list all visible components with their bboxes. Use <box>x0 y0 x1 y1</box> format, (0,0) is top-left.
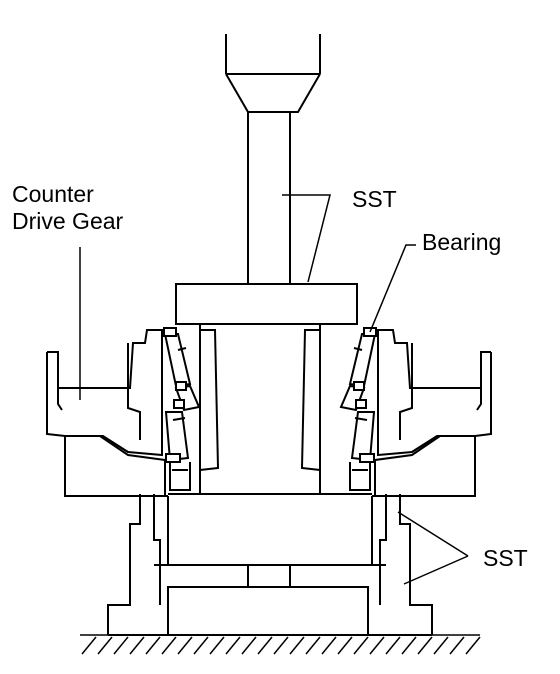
label-counter-line-1: Counter <box>12 181 94 207</box>
leader-sst-bottom-upper <box>398 512 468 556</box>
label-counter-line-2: Drive Gear <box>12 208 124 234</box>
bearing-right <box>341 328 376 490</box>
label-sst-top: SST <box>352 186 397 212</box>
label-counter-drive-gear: Counter Drive Gear <box>12 181 123 235</box>
press-plate <box>176 284 357 324</box>
center-sleeve <box>200 324 320 494</box>
label-sst-bottom: SST <box>483 545 528 571</box>
label-bearing: Bearing <box>422 229 502 255</box>
leader-sst-bottom-lower <box>404 556 468 584</box>
counter-drive-gear <box>47 330 491 496</box>
bearing-left <box>164 328 199 490</box>
press-ram <box>226 34 320 284</box>
leader-lines <box>80 195 468 584</box>
leader-bearing <box>370 245 416 332</box>
ground-hatch <box>80 635 480 654</box>
leader-sst-top <box>282 195 330 282</box>
lower-support <box>108 494 432 635</box>
